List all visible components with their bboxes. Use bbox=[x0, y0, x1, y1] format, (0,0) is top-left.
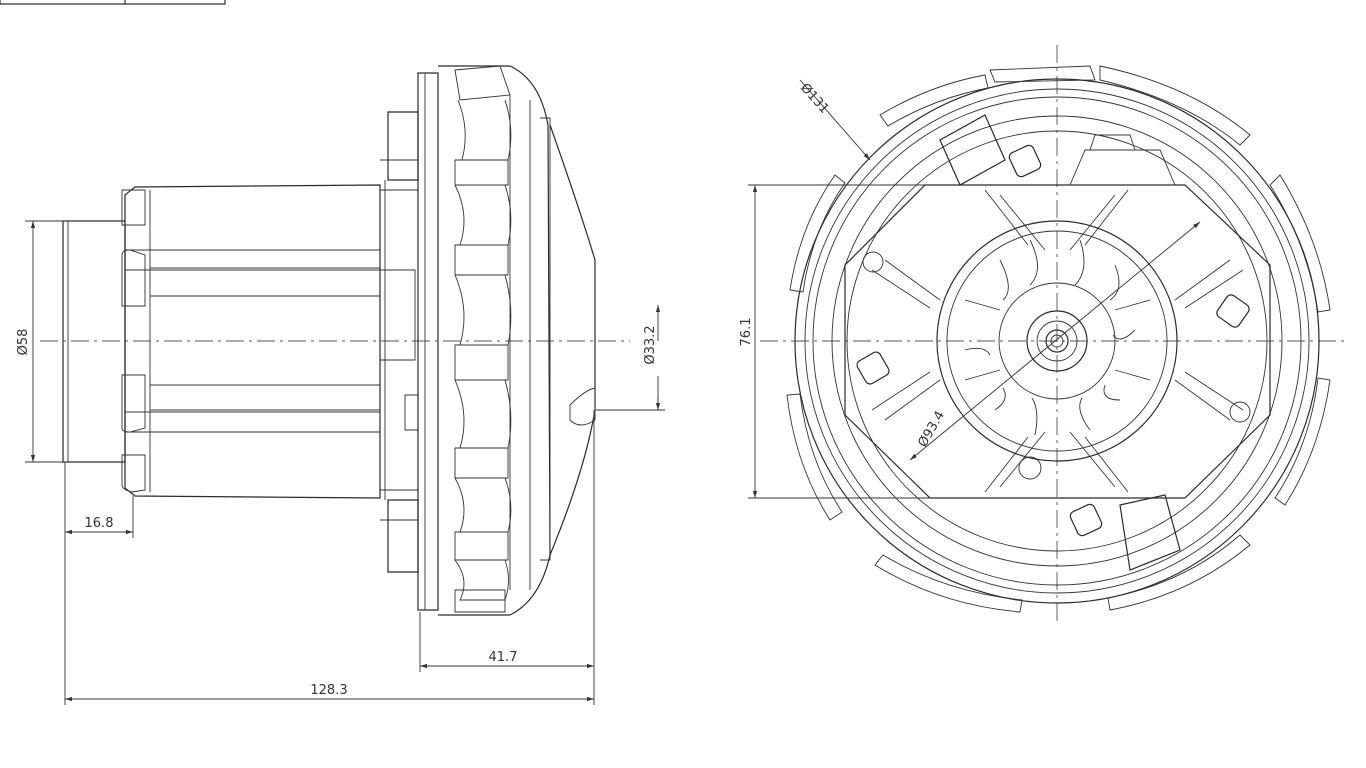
dimension-shaft-length: 16.8 bbox=[64, 462, 134, 705]
dim-label-outlet-diameter: Ø33.2 bbox=[643, 325, 658, 364]
dim-label-flange-height: 76.1 bbox=[739, 318, 754, 347]
dimension-outlet-diameter: Ø33.2 bbox=[596, 305, 665, 411]
motor-housing bbox=[121, 111, 419, 573]
fan-housing bbox=[417, 65, 596, 616]
dim-label-fan-length: 41.7 bbox=[489, 650, 518, 665]
mounting-slot-right bbox=[1216, 294, 1250, 328]
mounting-slot-bottom bbox=[1069, 503, 1103, 537]
dim-label-inner-diameter: Ø93.4 bbox=[915, 409, 948, 450]
motor-end-cap bbox=[62, 220, 126, 463]
dimension-outer-diameter: Ø131 bbox=[797, 79, 871, 161]
dim-label-diameter-left: Ø58 bbox=[16, 329, 31, 356]
flange-plate bbox=[844, 114, 1271, 571]
dim-label-total-length: 128.3 bbox=[310, 683, 347, 698]
dimension-total-length: 128.3 bbox=[65, 683, 594, 702]
title-block-fragment bbox=[0, 0, 226, 5]
outer-housing bbox=[786, 65, 1331, 613]
mounting-slot-left bbox=[856, 351, 890, 385]
dimension-fan-length: 41.7 bbox=[419, 410, 595, 705]
mounting-slot-top bbox=[1008, 144, 1042, 178]
side-view: Ø58 16.8 41.7 128.3 Ø33.2 bbox=[16, 65, 665, 705]
dim-label-shaft-length: 16.8 bbox=[85, 516, 114, 531]
dimension-diameter-left: Ø58 bbox=[16, 220, 63, 463]
dim-label-outer-diameter: Ø131 bbox=[797, 81, 832, 117]
dimension-flange-height: 76.1 bbox=[739, 184, 930, 499]
front-view: Ø131 76.1 Ø93.4 bbox=[739, 45, 1345, 625]
